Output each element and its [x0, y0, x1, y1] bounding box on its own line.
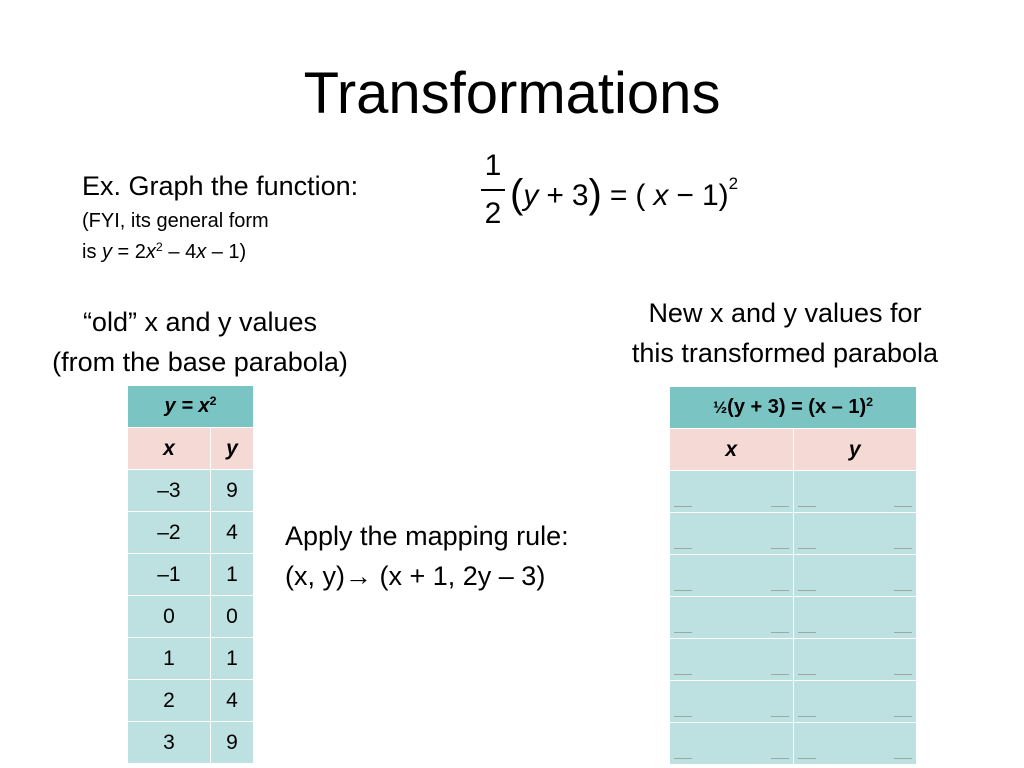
table-cell: 9: [209, 721, 255, 764]
fraction-numerator: 1: [484, 149, 502, 182]
blank-cell[interactable]: [669, 596, 794, 639]
blank-cell[interactable]: [669, 470, 794, 513]
table-cell: 1: [209, 553, 255, 596]
fraction-denominator: 2: [484, 197, 502, 230]
fraction-bar: [481, 189, 505, 191]
mapping-rule: Apply the mapping rule: (x, y)→ (x + 1, …: [285, 516, 569, 596]
transformed-table-header: ½(y + 3) = (x – 1)2: [669, 386, 917, 429]
base-table-header: y = x2: [127, 385, 254, 428]
table-cell: 0: [209, 595, 255, 638]
blank-cell[interactable]: [669, 680, 794, 723]
old-values-caption: “old” x and y values (from the base para…: [52, 307, 348, 377]
transformed-col-y: y: [792, 428, 917, 471]
table-cell: –1: [127, 553, 211, 596]
blank-cell[interactable]: [669, 512, 794, 555]
blank-cell[interactable]: [792, 554, 917, 597]
blank-cell[interactable]: [669, 722, 794, 765]
blank-cell[interactable]: [792, 596, 917, 639]
transformed-col-x: x: [669, 428, 794, 471]
function-equation: 1 2 (y+3)=(x−1)2: [478, 148, 778, 238]
example-label: Ex. Graph the function:: [82, 171, 359, 201]
blank-cell[interactable]: [792, 470, 917, 513]
table-cell: 2: [127, 679, 211, 722]
blank-cell[interactable]: [669, 638, 794, 681]
blank-cell[interactable]: [792, 638, 917, 681]
blank-cell[interactable]: [669, 554, 794, 597]
base-col-x: x: [127, 427, 211, 470]
fyi-line-1: (FYI, its general form: [82, 210, 269, 232]
table-cell: 0: [127, 595, 211, 638]
table-cell: 9: [209, 469, 255, 512]
base-col-y: y: [209, 427, 255, 470]
slide-title: Transformations: [303, 61, 721, 126]
new-values-caption: New x and y values for this transformed …: [631, 298, 939, 368]
transformed-parabola-table: ½(y + 3) = (x – 1)2 x y: [669, 386, 917, 765]
table-cell: 1: [209, 637, 255, 680]
equation-body: (y+3)=(x−1)2: [510, 172, 739, 216]
table-cell: –3: [127, 469, 211, 512]
blank-cell[interactable]: [792, 680, 917, 723]
mapping-rule-formula: (x, y)→ (x + 1, 2y – 3): [285, 561, 546, 591]
table-cell: 4: [209, 511, 255, 554]
blank-cell[interactable]: [792, 512, 917, 555]
table-cell: 3: [127, 721, 211, 764]
table-cell: 1: [127, 637, 211, 680]
fyi-line-2: is y = 2x2 – 4x – 1): [82, 240, 247, 263]
blank-cell[interactable]: [792, 722, 917, 765]
table-cell: 4: [209, 679, 255, 722]
table-cell: –2: [127, 511, 211, 554]
